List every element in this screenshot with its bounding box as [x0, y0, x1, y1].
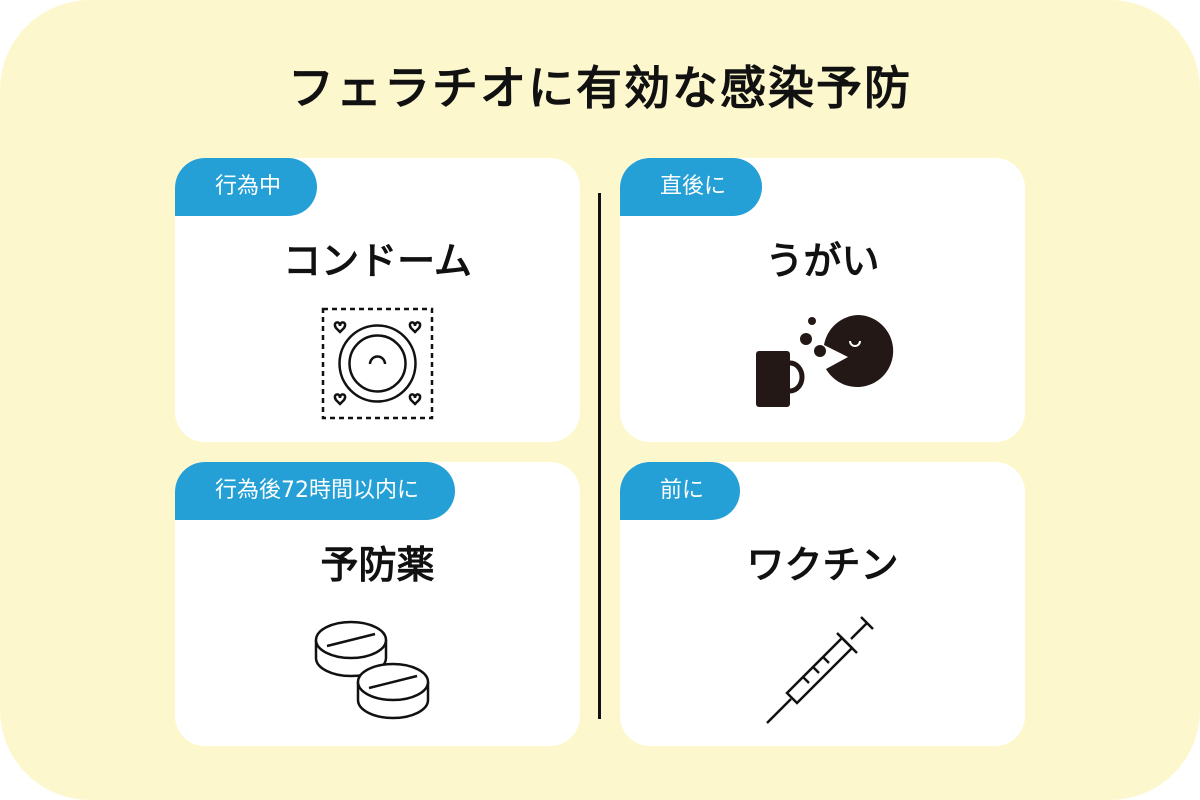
pills-icon [175, 602, 580, 732]
page-title: フェラチオに有効な感染予防 [288, 61, 912, 115]
center-divider [598, 193, 601, 719]
timing-tab: 行為中 [175, 158, 318, 216]
method-name: 予防薬 [320, 543, 435, 587]
timing-tab: 行為後72時間以内に [175, 462, 455, 520]
condom-icon [175, 298, 580, 428]
timing-tab: 直後に [620, 158, 763, 216]
method-name: うがい [765, 239, 880, 283]
gargle-icon [620, 298, 1025, 428]
card-vaccine: 前に ワクチン [620, 462, 1025, 746]
card-condom: 行為中 コンドーム [175, 158, 580, 442]
timing-tab: 前に [620, 462, 741, 520]
method-name: コンドーム [283, 239, 472, 283]
syringe-icon [620, 602, 1025, 732]
method-name: ワクチン [746, 543, 899, 587]
card-preventive-medicine: 行為後72時間以内に 予防薬 [175, 462, 580, 746]
card-gargle: 直後に うがい [620, 158, 1025, 442]
